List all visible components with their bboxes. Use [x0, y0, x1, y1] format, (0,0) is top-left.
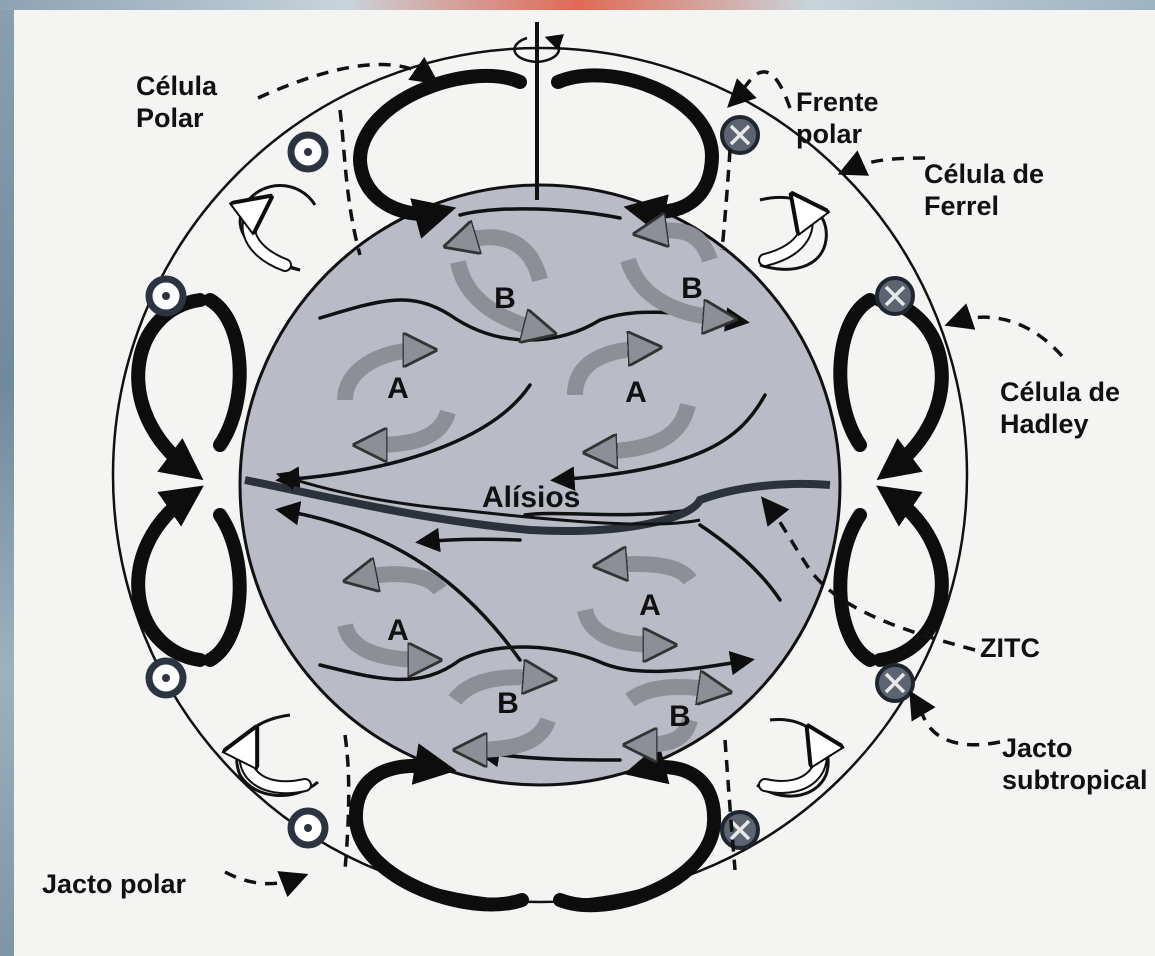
label-celula-hadley-line1: Célula de — [1000, 376, 1120, 408]
label-celula-polar: Célula Polar — [136, 70, 217, 134]
label-alisios: Alísios — [482, 482, 580, 514]
label-celula-hadley: Célula de Hadley — [1000, 376, 1120, 440]
high-pressure-label-south-1: A — [387, 614, 409, 647]
label-celula-ferrel: Célula de Ferrel — [924, 158, 1044, 222]
label-celula-ferrel-line2: Ferrel — [924, 190, 1044, 222]
low-pressure-label-south-2: B — [669, 700, 691, 733]
label-celula-hadley-line2: Hadley — [1000, 408, 1120, 440]
label-frente-polar-line2: polar — [796, 118, 879, 150]
label-frente-polar: Frente polar — [796, 86, 879, 150]
label-jacto-polar: Jacto polar — [42, 868, 186, 900]
low-pressure-label-north-2: B — [681, 272, 703, 305]
label-jacto-subtropical-line2: subtropical — [1002, 764, 1148, 796]
label-jacto-subtropical-line1: Jacto — [1002, 732, 1148, 764]
low-pressure-label-south-1: B — [497, 687, 519, 720]
label-celula-polar-line2: Polar — [136, 102, 217, 134]
high-pressure-label-south-2: A — [639, 589, 661, 622]
label-celula-ferrel-line1: Célula de — [924, 158, 1044, 190]
label-frente-polar-line1: Frente — [796, 86, 879, 118]
label-jacto-subtropical: Jacto subtropical — [1002, 732, 1148, 796]
polar-cells-south — [356, 766, 714, 905]
label-celula-polar-line1: Célula — [136, 70, 217, 102]
label-zitc: ZITC — [980, 632, 1040, 664]
high-pressure-label-north-1: A — [387, 372, 409, 405]
low-pressure-label-north-1: B — [494, 282, 516, 315]
high-pressure-label-north-2: A — [625, 376, 647, 409]
